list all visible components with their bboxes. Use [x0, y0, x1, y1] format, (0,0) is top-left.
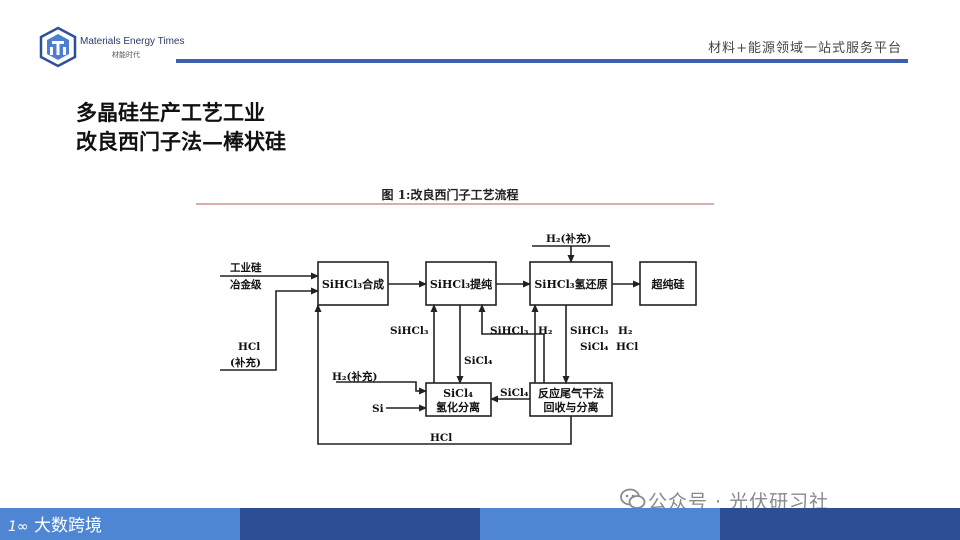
label-stream-hcl-b: HCl	[616, 341, 638, 353]
header-tagline: 材料+能源领域一站式服务平台	[708, 41, 902, 56]
box-reduce-label: SiHCl₃氢还原	[534, 277, 607, 291]
box-product-label: 超纯硅	[651, 277, 685, 291]
footer-segment-3	[480, 508, 720, 540]
wechat-account-watermark: 公众号 · 光伏研习社	[648, 491, 830, 513]
arrow-h2-side	[336, 381, 427, 395]
source-logo: 1∞ 大数跨境	[8, 511, 102, 536]
box-recover-label-1: 反应尾气干法	[538, 386, 604, 400]
brand-name-cn: 材能时代	[112, 51, 140, 59]
figure-caption: 图 1:改良西门子工艺流程	[382, 187, 519, 202]
footer-bar	[0, 508, 960, 540]
label-stream-sicl4-b: SiCl₄	[580, 341, 609, 353]
wechat-icon	[620, 488, 646, 509]
box-hydro-label-1: SiCl₄	[443, 387, 473, 400]
box-recover-label-2: 回收与分离	[544, 400, 599, 414]
label-h2-side: H₂(补充)	[332, 370, 377, 383]
process-flow-diagram: 图 1:改良西门子工艺流程 SiHCl₃合成 SiHCl₃提纯 SiHCl₃氢还…	[196, 187, 714, 445]
label-stream-sihcl3-b: SiHCl₃	[490, 325, 529, 337]
source-logo-mark-icon: 1∞	[8, 519, 29, 535]
slide-header: Materials Energy Times 材能时代 材料+能源领域一站式服务…	[0, 0, 960, 70]
label-hcl-in-note: (补充)	[230, 356, 261, 369]
label-hcl-recycle: HCl	[430, 432, 452, 444]
label-hcl-in: HCl	[238, 341, 260, 353]
brand-name-en: Materials Energy Times	[80, 36, 185, 47]
title-line-1: 多晶硅生产工艺工业	[76, 100, 265, 125]
box-sicl4-hydrogenation	[425, 382, 492, 417]
box-sihcl3-synthesis	[317, 261, 389, 306]
footer-segment-4	[720, 508, 960, 540]
slide-title: 多晶硅生产工艺工业 改良西门子法—棒状硅	[76, 98, 286, 156]
materials-energy-times-logo-icon	[39, 26, 77, 68]
label-feed-si-1: 工业硅	[230, 261, 262, 274]
box-purify-label: SiHCl₃提纯	[430, 277, 492, 291]
footer-segment-1	[0, 508, 240, 540]
label-stream-h2-a: H₂	[538, 325, 553, 337]
arrow-hcl-feed	[220, 287, 319, 371]
label-h2-top: H₂(补充)	[546, 232, 591, 245]
header-divider	[176, 59, 908, 63]
label-si-side: Si	[372, 403, 384, 415]
label-stream-sihcl3-a: SiHCl₃	[390, 325, 429, 337]
footer-segment-2	[240, 508, 480, 540]
label-stream-sihcl3-c: SiHCl₃	[570, 325, 609, 337]
arrow-hcl-recycle	[314, 304, 572, 445]
source-logo-text: 大数跨境	[33, 516, 102, 536]
box-synth-label: SiHCl₃合成	[322, 277, 384, 291]
label-stream-h2-b: H₂	[618, 325, 633, 337]
box-hydro-label-2: 氢化分离	[436, 400, 480, 414]
label-stream-sicl4-a: SiCl₄	[464, 355, 493, 367]
label-feed-si-2: 冶金级	[230, 278, 262, 291]
arrow-sihcl3-return	[478, 304, 545, 383]
title-line-2: 改良西门子法—棒状硅	[76, 129, 286, 154]
label-sicl4-recycle: SiCl₄	[500, 387, 529, 399]
